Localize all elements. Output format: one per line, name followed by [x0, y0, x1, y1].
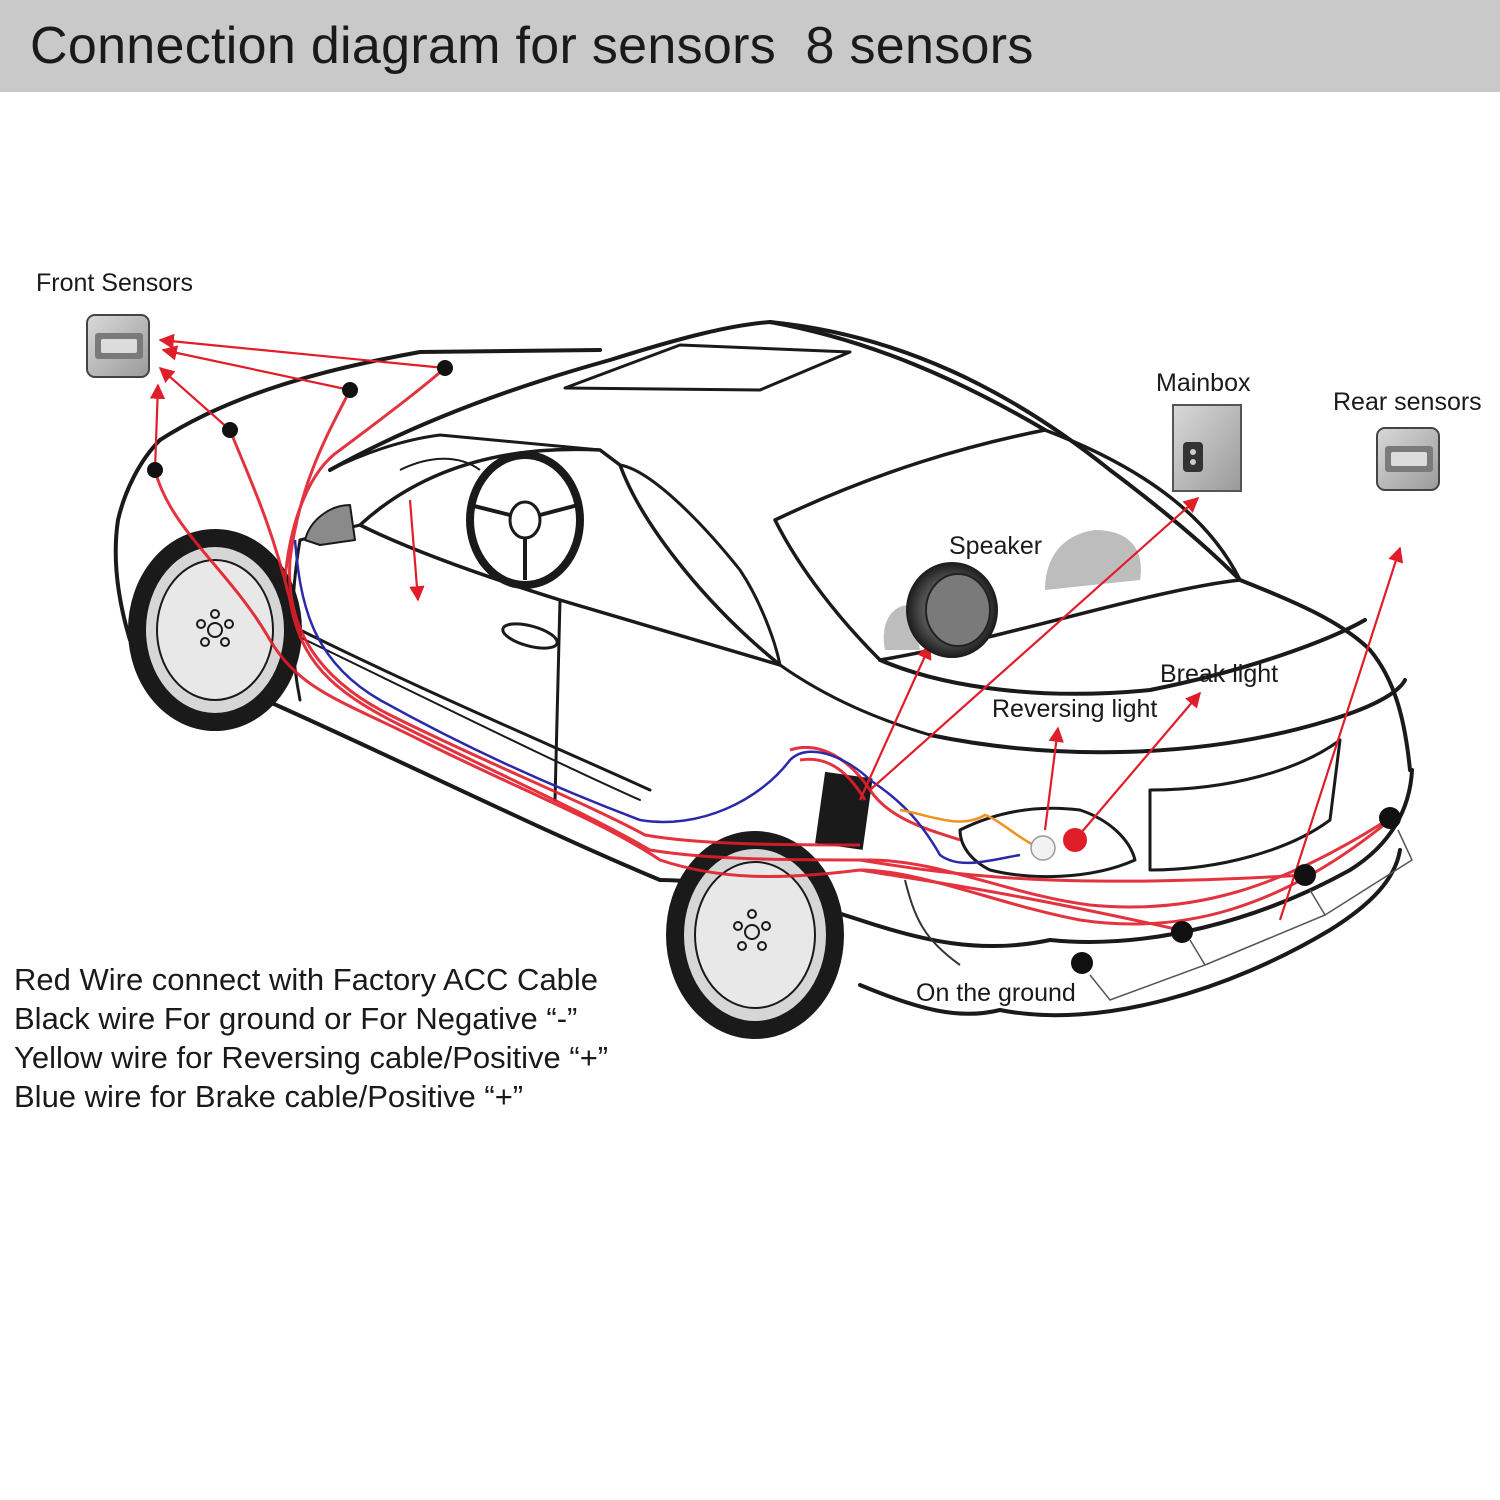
- title-bar: Connection diagram for sensors 8 sensors: [0, 0, 1500, 92]
- reversing-light-label: Reversing light: [992, 695, 1158, 723]
- brake-light-bulb: [1063, 828, 1087, 852]
- black-ground-wire: [904, 879, 961, 966]
- mainbox-label: Mainbox: [1156, 369, 1251, 397]
- orange-wire: [899, 808, 1041, 850]
- mainbox-unit: [1172, 404, 1242, 492]
- blue-wire: [293, 539, 1021, 865]
- rear-sensor-unit: [1376, 427, 1440, 491]
- reversing-light-bulb: [1030, 835, 1056, 861]
- on-the-ground-label: On the ground: [916, 979, 1076, 1007]
- note-yellow-wire: Yellow wire for Reversing cable/Positive…: [14, 1040, 609, 1075]
- front-sensor-unit: [86, 314, 150, 378]
- speaker-label: Speaker: [949, 532, 1043, 560]
- rear-sensors-label: Rear sensors: [1333, 388, 1482, 416]
- note-black-wire: Black wire For ground or For Negative “-…: [14, 1001, 578, 1036]
- speaker-unit: [906, 562, 998, 658]
- red-wires: [153, 366, 1396, 932]
- page-title: Connection diagram for sensors 8 sensors: [30, 17, 1034, 75]
- callout-arrows: [149, 333, 1404, 921]
- car-body: [113, 320, 1414, 1018]
- break-light-label: Break light: [1160, 660, 1279, 688]
- sensor-dots: [147, 360, 1401, 974]
- rear-wheel: [666, 831, 844, 1039]
- ground-brackets: [1089, 829, 1413, 1001]
- note-blue-wire: Blue wire for Brake cable/Positive “+”: [14, 1079, 524, 1114]
- note-red-wire: Red Wire connect with Factory ACC Cable: [14, 962, 599, 997]
- front-sensors-label: Front Sensors: [36, 269, 194, 297]
- front-wheel: [128, 529, 302, 731]
- steering-wheel: [399, 451, 584, 589]
- wiring-notes: Red Wire connect with Factory ACC Cable …: [14, 960, 608, 1116]
